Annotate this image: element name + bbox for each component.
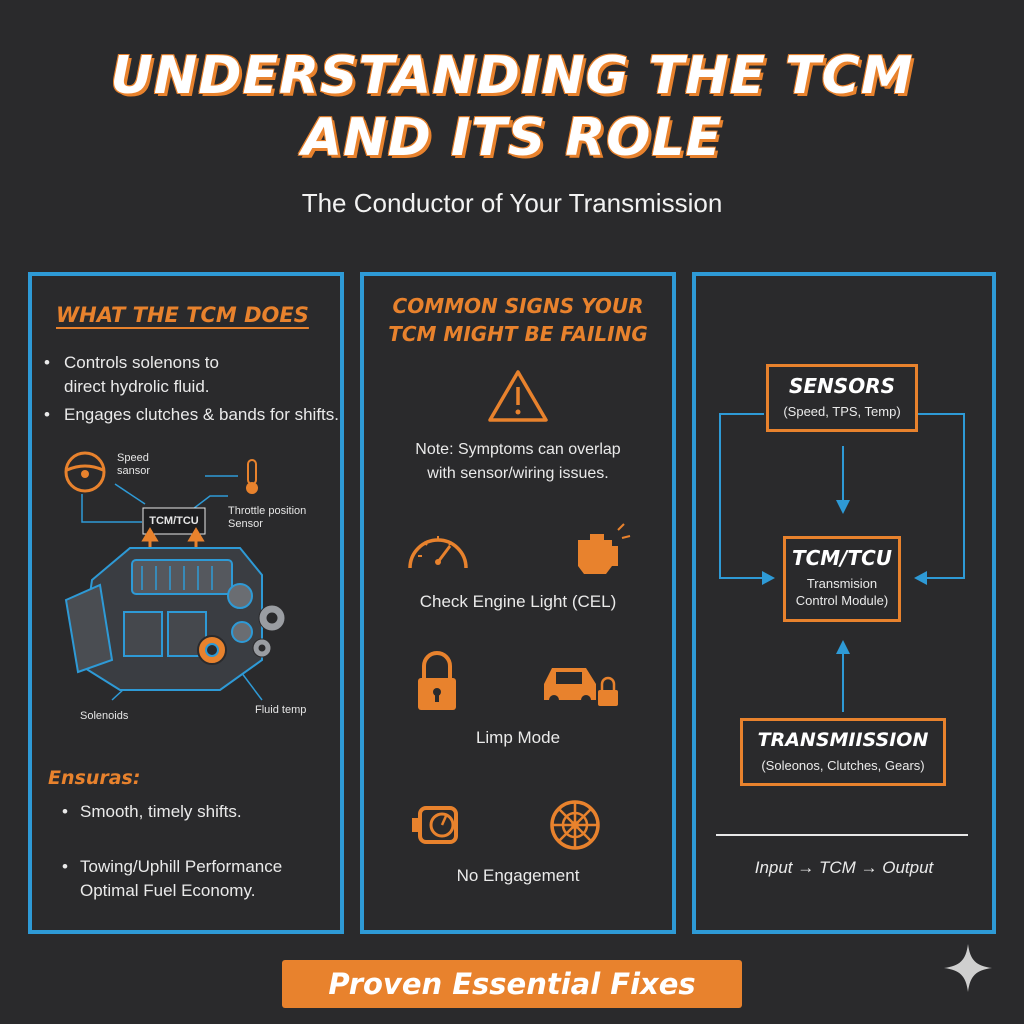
transmission-subtitle: (Soleonos, Clutches, Gears): [761, 758, 925, 773]
panel-common-signs: [360, 272, 676, 934]
label-tcm-tcu: TCM/TCU: [149, 515, 199, 527]
bullet-dot: •: [44, 353, 50, 372]
panel-what-tcm-does: [28, 272, 344, 934]
transmission-title: TRANSMIISSION: [757, 729, 929, 751]
transmission-box: TRANSMIISSION (Soleonos, Clutches, Gears…: [740, 718, 946, 786]
fixes-banner: Proven Essential Fixes: [282, 960, 742, 1008]
sparkle-icon: [944, 944, 992, 992]
flow-footer: Input → TCM → Output: [754, 858, 934, 877]
ensures-towing-fuel: Towing/Uphill Performance Optimal Fuel E…: [80, 857, 283, 900]
panel-signs-heading-line-1: COMMON SIGNS YOUR: [392, 294, 644, 318]
sign-limp-mode: Limp Mode: [475, 728, 561, 747]
tcm-tcu-box: TCM/TCU Transmision Control Module): [783, 536, 901, 622]
panel-tcm-flow: [692, 272, 996, 934]
bullet-dot: •: [44, 405, 50, 424]
bullet-dot: •: [62, 857, 68, 876]
sign-no-engagement: No Engagement: [456, 866, 580, 885]
ensures-smooth-shifts: Smooth, timely shifts.: [80, 802, 242, 821]
thermometer-icon: [246, 459, 258, 494]
transmission-illustration: [64, 547, 263, 691]
tcm-tcu-title: TCM/TCU: [791, 546, 893, 570]
ensures-heading: Ensuras:: [48, 767, 141, 789]
bullet-dot: •: [62, 802, 68, 821]
tcm-tcu-subtitle: Transmision Control Module): [795, 576, 889, 608]
label-throttle-position-sensor: Throttle position Sensor: [228, 505, 307, 530]
page-title-line-1: UNDERSTANDING THE TCM: [110, 46, 914, 106]
label-solenoids: Solenoids: [80, 710, 129, 722]
sensors-box: SENSORS (Speed, TPS, Temp): [766, 364, 918, 432]
lock-icon: [418, 651, 456, 710]
label-fluid-temp: Fluid temp: [255, 704, 307, 716]
speedometer-icon: [408, 536, 468, 569]
wheel-icon: [550, 800, 600, 850]
gear-icon: [252, 604, 286, 658]
tcm-box: [142, 507, 206, 535]
engine-icon: [578, 523, 631, 574]
bullet-engages-clutches: Engages clutches & bands for shifts.: [64, 405, 339, 424]
sensors-subtitle: (Speed, TPS, Temp): [783, 404, 901, 419]
label-speed-sensor: Speed sansor: [117, 452, 151, 477]
car-lock-icon: [544, 668, 618, 706]
steering-wheel-icon: [64, 451, 106, 493]
page-subtitle: The Conductor of Your Transmission: [301, 188, 723, 218]
page-title-line-2: AND ITS ROLE: [301, 108, 723, 168]
panel-what-heading: WHAT THE TCM DOES: [56, 303, 309, 327]
bullet-controls-solenoids: Controls solenons to direct hydrolic flu…: [64, 353, 219, 396]
panel-signs-heading-line-2: TCM MIGHT BE FAILING: [388, 322, 648, 346]
transmission-gauge-icon: [412, 806, 458, 844]
warning-icon: [488, 370, 548, 422]
sign-check-engine-light: Check Engine Light (CEL): [419, 592, 617, 611]
signs-note: Note: Symptoms can overlap with sensor/w…: [415, 441, 621, 482]
sensors-title: SENSORS: [788, 374, 895, 398]
